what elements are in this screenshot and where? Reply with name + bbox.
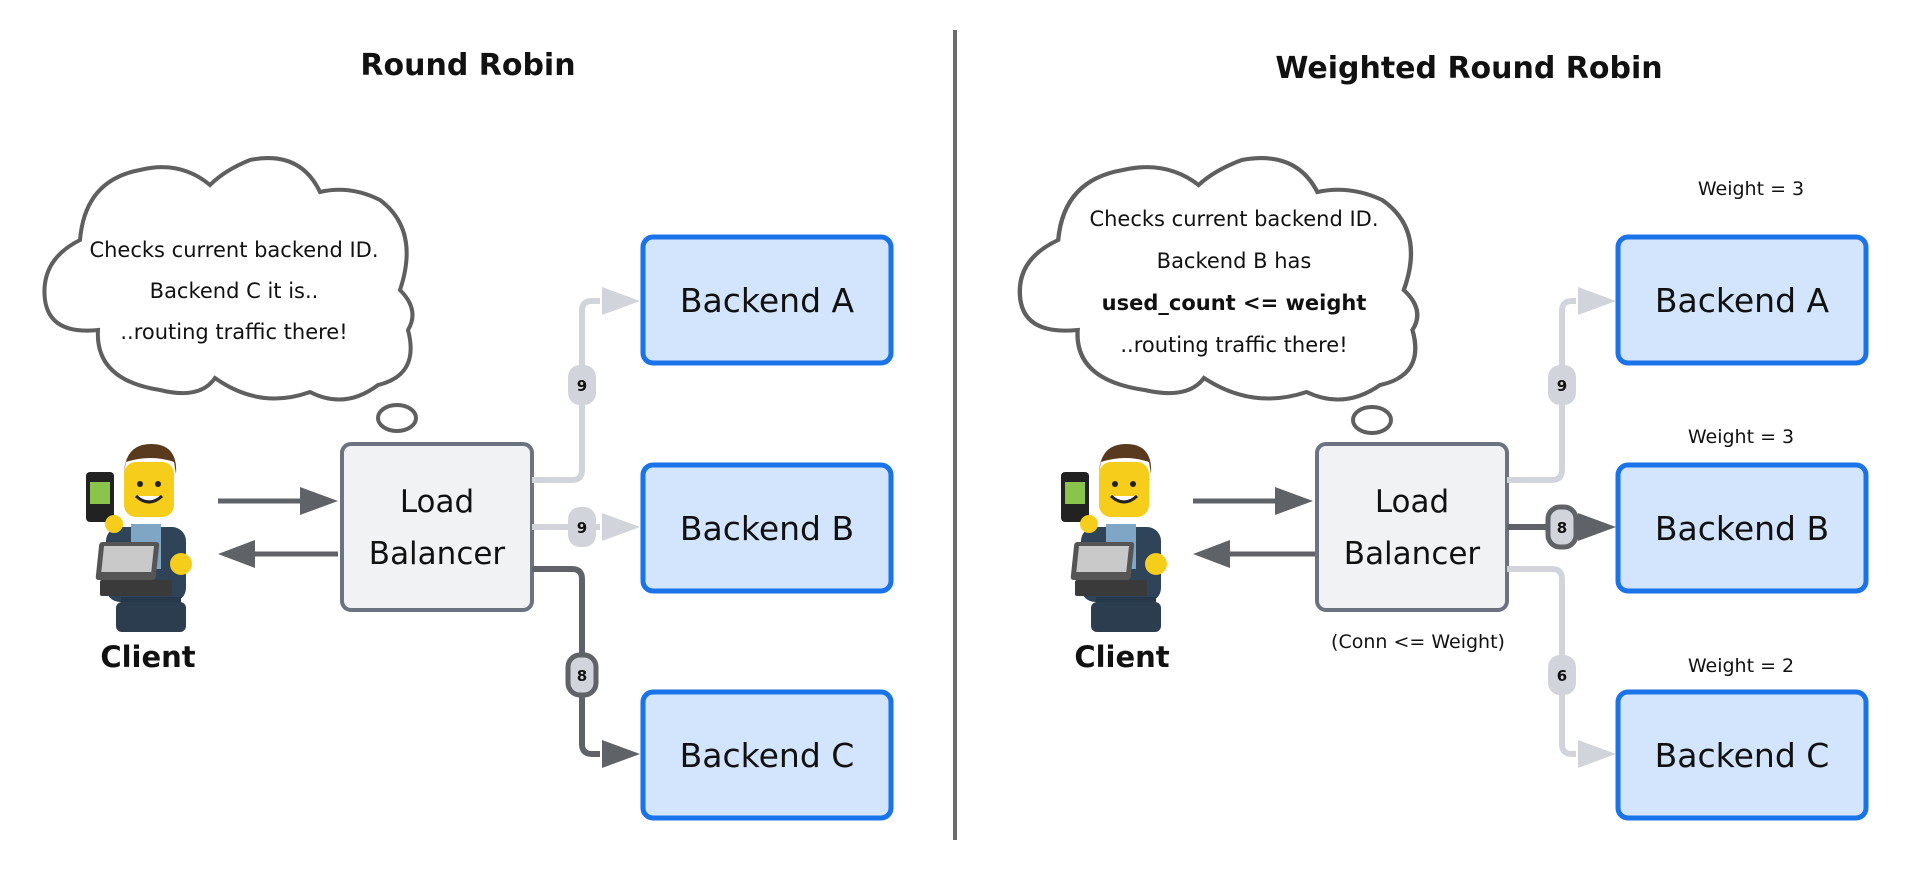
lb-label: Load [400,484,474,520]
weight-label: Weight = 2 [1688,655,1794,677]
lb-label: Load [1375,484,1449,520]
load-balancer: Load Balancer [340,442,534,612]
arrow-head [1578,513,1616,541]
client-figure [84,442,194,634]
thought-cloud: Checks current backend ID. Backend C it … [42,156,418,433]
request-arrow [1193,487,1313,515]
count-badge-label: 6 [1557,667,1567,685]
thought-line: Backend B has [1157,249,1312,273]
thought-line: Checks current backend ID. [89,238,378,262]
client-label: Client [1074,640,1169,674]
backend-b: Backend B [640,462,894,594]
weighted-round-robin-panel: Weighted Round Robin Checks current back… [1020,51,1869,821]
thought-line: Checks current backend ID. [1089,207,1378,231]
backend-b: Backend B [1615,462,1869,594]
thought-line: used_count <= weight [1102,291,1367,315]
count-badge [1548,365,1576,405]
weight-label: Weight = 3 [1688,426,1794,448]
count-badge [568,507,596,547]
backend-c: Backend C [640,689,894,821]
connector-a: 9 [1507,287,1616,483]
thought-cloud: Checks current backend ID. Backend B has… [1020,158,1418,435]
backend-label: Backend C [680,736,855,775]
lb-label: Balancer [369,536,506,572]
arrow-head [1578,740,1616,768]
count-badge [565,652,599,698]
backend-a: Backend A [1615,234,1869,366]
weight-label: Weight = 3 [1698,178,1804,200]
connector-b: 8 [1507,504,1616,550]
arrow-head [602,740,640,768]
arrow-head [602,513,640,541]
count-badge [1545,504,1579,550]
count-badge-label: 9 [577,519,587,537]
panel-title: Round Robin [360,48,575,83]
response-arrow [1193,540,1316,568]
lb-label: Balancer [1344,536,1481,572]
connector-a: 9 [532,287,640,483]
backend-c: Backend C [1615,689,1869,821]
backend-label: Backend B [680,509,854,548]
backend-a: Backend A [640,234,894,366]
round-robin-panel: Round Robin Checks current backend ID. B… [42,48,894,821]
load-balancer: Load Balancer [1315,442,1509,612]
count-badge [568,365,596,405]
backend-label: Backend B [1655,509,1829,548]
client-label: Client [100,640,195,674]
thought-line: ..routing traffic there! [120,320,347,344]
arrow-head [602,287,640,315]
lb-caption: (Conn <= Weight) [1331,631,1505,653]
connector-c: 8 [532,566,640,768]
backend-label: Backend A [1655,281,1830,320]
count-badge-label: 8 [1557,519,1567,537]
client-figure [1059,442,1169,634]
backend-label: Backend C [1655,736,1830,775]
thought-line: ..routing traffic there! [1120,333,1347,357]
connector-b: 9 [532,507,640,547]
request-arrow [218,487,338,515]
count-badge-label: 8 [577,667,587,685]
count-badge [1548,655,1576,695]
response-arrow [218,540,338,568]
arrow-head [1578,287,1616,315]
backend-label: Backend A [680,281,855,320]
thought-line: Backend C it is.. [150,279,319,303]
connector-c: 6 [1507,566,1616,768]
count-badge-label: 9 [577,377,587,395]
count-badge-label: 9 [1557,377,1567,395]
panel-title: Weighted Round Robin [1275,51,1662,86]
